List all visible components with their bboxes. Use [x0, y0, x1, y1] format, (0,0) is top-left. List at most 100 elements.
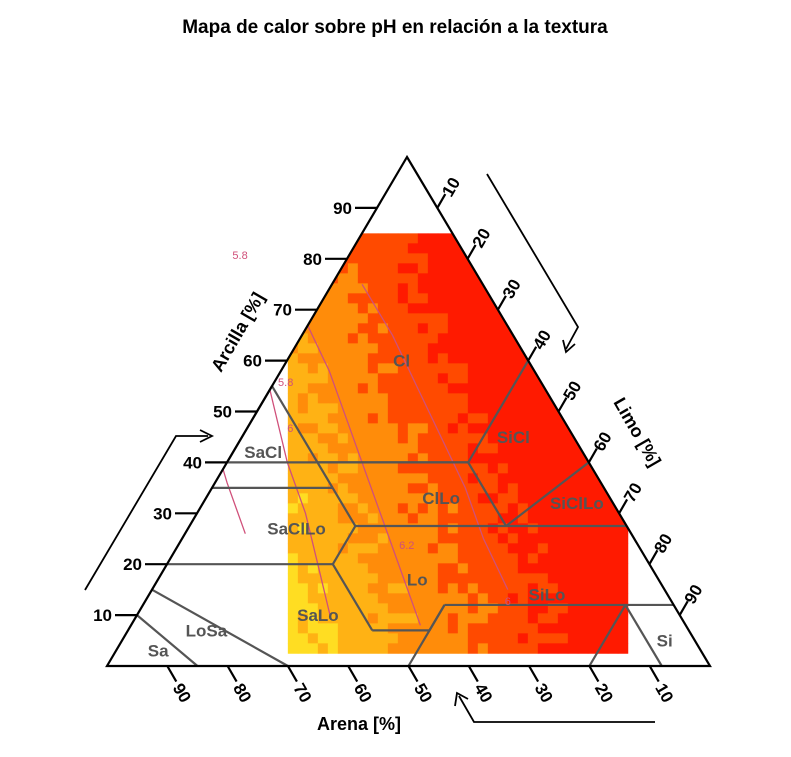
- heatmap-cell: [417, 263, 429, 274]
- heatmap-cell: [407, 593, 419, 604]
- contour-label: 5.8: [232, 250, 247, 262]
- heatmap-cell: [347, 313, 359, 324]
- heatmap-cell: [457, 473, 469, 484]
- heatmap-cell: [447, 313, 459, 324]
- heatmap-cell: [297, 563, 309, 574]
- heatmap-cell: [407, 493, 419, 504]
- sand-tick: [166, 665, 178, 683]
- heatmap-cell: [427, 553, 439, 564]
- heatmap-cell: [447, 483, 459, 494]
- heatmap-cell: [437, 633, 449, 644]
- heatmap-cell: [297, 383, 309, 394]
- heatmap-cell: [507, 403, 519, 414]
- heatmap-cell: [427, 433, 439, 444]
- heatmap-cell: [537, 533, 549, 544]
- heatmap-cell: [367, 493, 379, 504]
- heatmap-cell: [377, 563, 389, 574]
- heatmap-cell: [437, 543, 449, 554]
- heatmap-cell: [317, 333, 329, 344]
- heatmap-cell: [337, 583, 349, 594]
- heatmap-cell: [437, 453, 449, 464]
- heatmap-cell: [387, 373, 399, 384]
- heatmap-cell: [577, 613, 589, 624]
- heatmap-cell: [307, 603, 319, 614]
- heatmap-cell: [557, 363, 569, 374]
- heatmap-cell: [377, 293, 389, 304]
- class-boundary: [271, 385, 334, 489]
- sand-tick: [347, 665, 359, 683]
- heatmap-cell: [427, 283, 439, 294]
- heatmap-cell: [407, 423, 419, 434]
- heatmap-cell: [387, 523, 399, 534]
- heatmap-cell: [317, 323, 329, 334]
- heatmap-cell: [287, 553, 299, 564]
- heatmap-cell: [407, 263, 419, 274]
- heatmap-cell: [447, 243, 459, 254]
- heatmap-cell: [367, 503, 379, 514]
- heatmap-cell: [377, 243, 389, 254]
- heatmap-cell: [567, 363, 579, 374]
- silt-tick-label: 70: [620, 480, 646, 506]
- heatmap-cell: [307, 443, 319, 454]
- heatmap-cell: [567, 533, 579, 544]
- heatmap-cell: [327, 553, 339, 564]
- heatmap-cell: [347, 383, 359, 394]
- heatmap-cell: [287, 443, 299, 454]
- heatmap-cell: [417, 483, 429, 494]
- heatmap-cell: [437, 643, 449, 654]
- heatmap-cell: [457, 613, 469, 624]
- heatmap-cell: [497, 583, 509, 594]
- heatmap-cell: [547, 383, 559, 394]
- heatmap-cell: [427, 443, 439, 454]
- heatmap-cell: [557, 453, 569, 464]
- silt-tick: [678, 600, 689, 616]
- heatmap-cell: [437, 233, 449, 244]
- heatmap-cell: [437, 353, 449, 364]
- heatmap-cell: [477, 343, 489, 354]
- heatmap-cell: [297, 633, 309, 644]
- heatmap-cell: [527, 233, 539, 244]
- heatmap-cell: [347, 273, 359, 284]
- heatmap-cell: [407, 293, 419, 304]
- heatmap-cell: [507, 303, 519, 314]
- heatmap-cell: [577, 323, 589, 334]
- heatmap-cell: [377, 423, 389, 434]
- heatmap-cell: [547, 533, 559, 544]
- heatmap-cell: [317, 343, 329, 354]
- heatmap-cell: [357, 633, 369, 644]
- heatmap-cell: [417, 603, 429, 614]
- heatmap-cell: [567, 483, 579, 494]
- heatmap-cell: [527, 633, 539, 644]
- heatmap-cell: [567, 613, 579, 624]
- silt-tick-label: 40: [529, 327, 555, 353]
- heatmap-cell: [297, 523, 309, 534]
- heatmap-cell: [337, 423, 349, 434]
- heatmap-cell: [467, 283, 479, 294]
- heatmap-cell: [427, 353, 439, 364]
- heatmap-cell: [607, 283, 619, 294]
- heatmap-cell: [477, 523, 489, 534]
- heatmap-cell: [497, 253, 509, 264]
- heatmap-cell: [427, 253, 439, 264]
- heatmap-cell: [477, 623, 489, 634]
- heatmap-cell: [397, 293, 409, 304]
- heatmap-cell: [397, 363, 409, 374]
- heatmap-cell: [597, 553, 609, 564]
- heatmap-cell: [527, 443, 539, 454]
- heatmap-cell: [517, 493, 529, 504]
- heatmap-cell: [467, 643, 479, 654]
- heatmap-cell: [527, 643, 539, 654]
- heatmap-cell: [397, 553, 409, 564]
- heatmap-cell: [487, 253, 499, 264]
- heatmap-cell: [547, 353, 559, 364]
- heatmap-cell: [307, 573, 319, 584]
- heatmap-cell: [487, 523, 499, 534]
- heatmap-cell: [357, 433, 369, 444]
- heatmap-cell: [397, 513, 409, 524]
- heatmap-cell: [597, 353, 609, 364]
- heatmap-cell: [417, 423, 429, 434]
- class-boundary: [136, 614, 199, 667]
- heatmap-cell: [527, 503, 539, 514]
- silt-tick: [648, 549, 659, 565]
- heatmap-cell: [507, 613, 519, 624]
